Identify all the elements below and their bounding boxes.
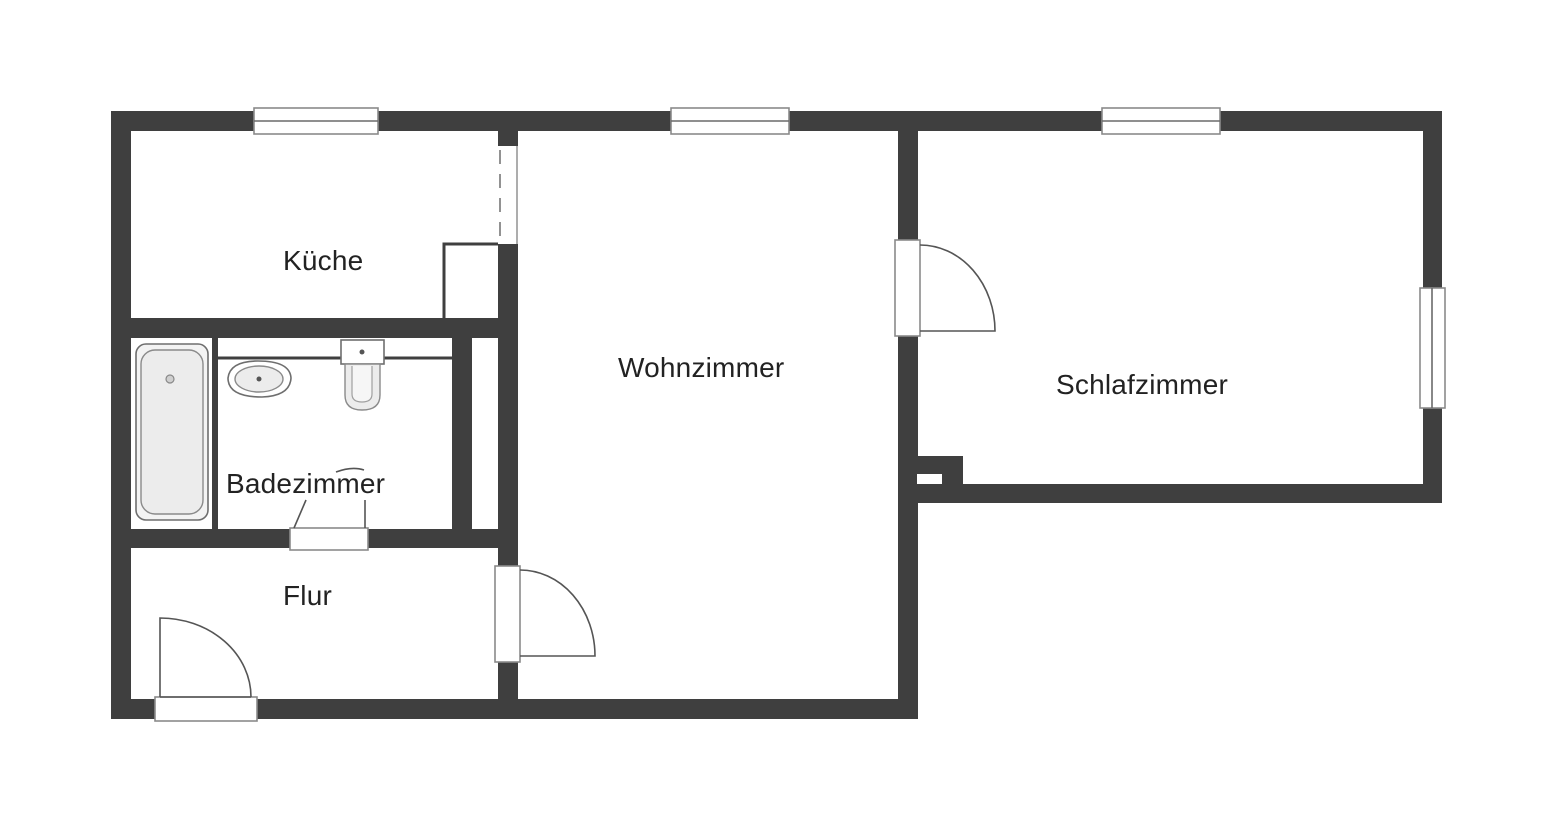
sink-icon (227, 360, 292, 398)
door-wohnzimmer-schlafzimmer (894, 239, 996, 337)
inner-walls (111, 111, 518, 719)
bathtub-icon (131, 338, 212, 529)
toilet-icon (340, 339, 385, 411)
room-label-wohnzimmer: Wohnzimmer (618, 352, 785, 383)
room-label-badezimmer: Badezimmer (226, 468, 386, 499)
door-flur-wohnzimmer (494, 565, 596, 663)
bathroom-counter (218, 338, 452, 360)
window-kueche (253, 107, 379, 135)
passage-kueche-wohnzimmer (498, 146, 518, 244)
room-label-flur: Flur (283, 580, 333, 611)
room-label-schlafzimmer: Schlafzimmer (1056, 369, 1228, 400)
door-badezimmer (289, 467, 369, 551)
window-schlafzimmer-top (1101, 107, 1221, 135)
outer-walls (111, 111, 1442, 719)
window-wohnzimmer (670, 107, 790, 135)
room-label-kueche: Küche (283, 245, 364, 276)
window-schlafzimmer-right (1419, 287, 1446, 409)
door-entrance (154, 617, 258, 722)
shaft (472, 338, 498, 529)
